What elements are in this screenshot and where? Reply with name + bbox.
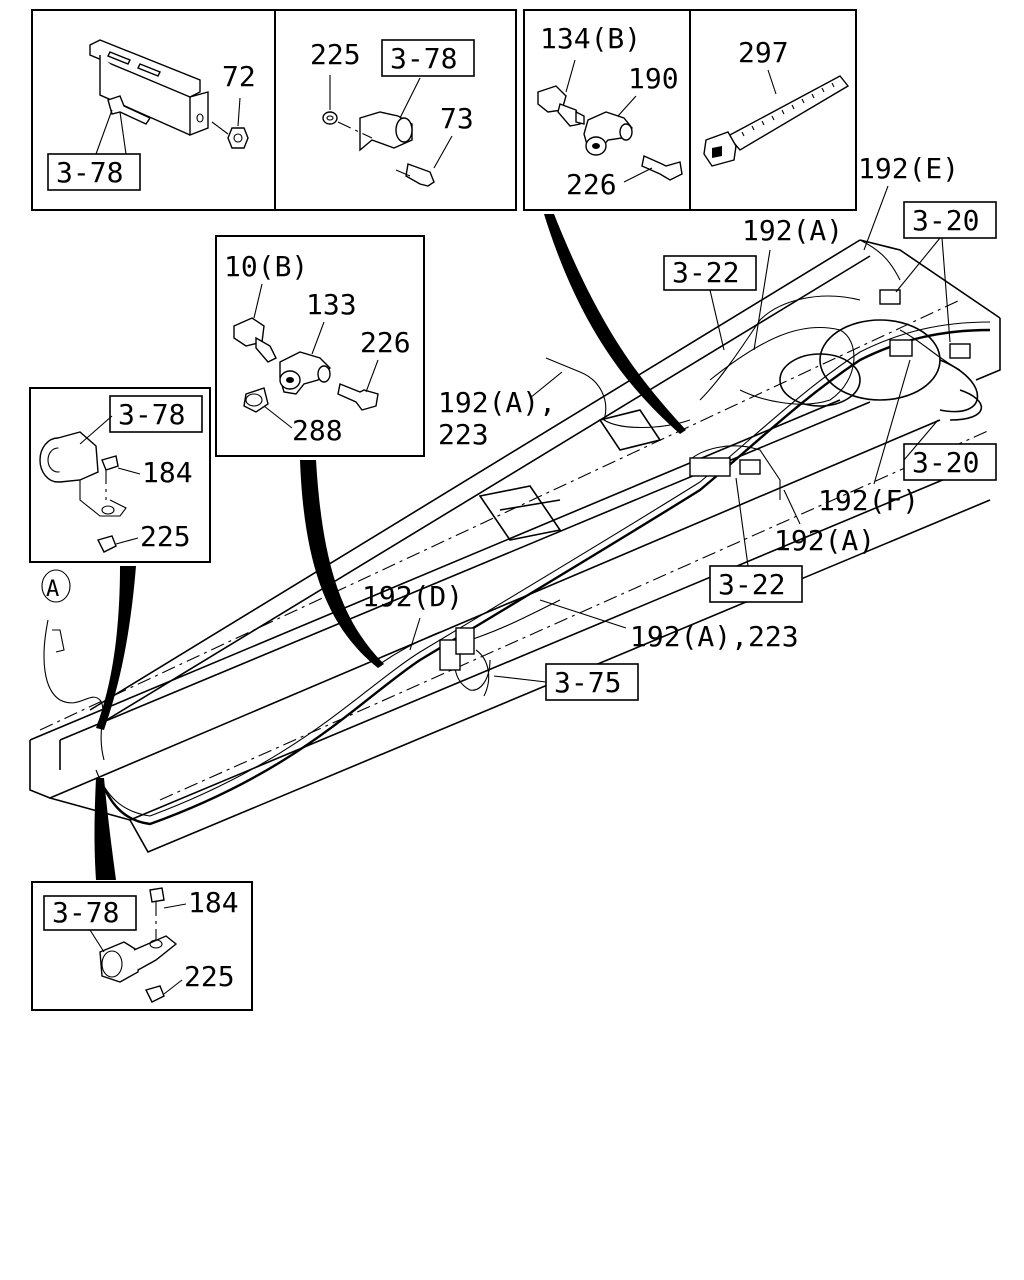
detail-box-top-right: 134(B) 190 226 297	[523, 9, 857, 211]
clamp-bracket-drawing-bottom	[99, 887, 178, 1003]
clamp-drawing	[322, 111, 435, 187]
part-label-184-left: 184	[142, 456, 193, 489]
callout-192e: 192(E)	[858, 152, 959, 185]
part-label-225-top: 225	[310, 38, 361, 71]
callout-192d: 192(D)	[362, 580, 463, 613]
callout-192a-223-line1: 192(A),	[438, 386, 556, 419]
part-label-225-left: 225	[140, 520, 191, 553]
ref-3-20-top[interactable]: 3-20	[912, 204, 979, 237]
leader-arrow-left	[96, 566, 136, 730]
callout-192f: 192(F)	[818, 484, 919, 517]
leader-arrow-bottom	[94, 778, 116, 880]
callout-192a-mid: 192(A)	[774, 524, 875, 557]
detail-box-top-left: 72 3-78 225 3-78 73	[31, 9, 517, 211]
cable-tie-drawing	[703, 75, 850, 167]
ref-3-22-lower[interactable]: 3-22	[718, 568, 785, 601]
part-label-297: 297	[738, 36, 789, 69]
ref-3-22-upper[interactable]: 3-22	[672, 256, 739, 289]
clamp-bracket-drawing-left	[39, 431, 127, 553]
ref-3-78-c[interactable]: 3-78	[118, 398, 185, 431]
detail-box-bottom: 3-78 184 225	[31, 881, 253, 1011]
ref-3-20-lower[interactable]: 3-20	[912, 446, 979, 479]
part-label-226-top: 226	[566, 168, 617, 201]
elbow-tee-drawing	[537, 85, 683, 181]
part-label-10b: 10(B)	[224, 250, 308, 283]
marker-a: A	[46, 577, 59, 602]
part-label-133: 133	[306, 288, 357, 321]
part-label-184-bottom: 184	[188, 886, 239, 919]
frame-bracket-drawing	[89, 39, 249, 149]
detail-box-middle: 10(B) 133 226 288	[215, 235, 425, 457]
part-label-225-bottom: 225	[184, 960, 235, 993]
part-label-190: 190	[628, 62, 679, 95]
chassis-frame	[29, 239, 1001, 854]
callout-192a-upper: 192(A)	[742, 214, 843, 247]
main-callouts: 192(E) 3-20 192(A) 3-22 192(A), 223 3-20…	[362, 152, 997, 701]
part-label-288: 288	[292, 414, 343, 447]
ref-3-78-a[interactable]: 3-78	[56, 156, 123, 189]
ref-3-75[interactable]: 3-75	[554, 666, 621, 699]
part-label-134b: 134(B)	[540, 22, 641, 55]
leader-arrow-middle	[300, 460, 384, 668]
callout-192a-223-line2: 223	[438, 418, 489, 451]
part-label-226-middle: 226	[360, 326, 411, 359]
part-label-73: 73	[440, 102, 474, 135]
brake-pipes	[43, 239, 991, 826]
leader-arrow-top	[544, 214, 686, 434]
ref-3-78-d[interactable]: 3-78	[52, 896, 119, 929]
detail-box-left: 3-78 184 225	[29, 387, 211, 563]
ref-3-78-b[interactable]: 3-78	[390, 42, 457, 75]
callout-192a-223-lower: 192(A),223	[630, 620, 799, 653]
part-label-72: 72	[222, 60, 256, 93]
connector-tee-drawing	[233, 317, 379, 413]
